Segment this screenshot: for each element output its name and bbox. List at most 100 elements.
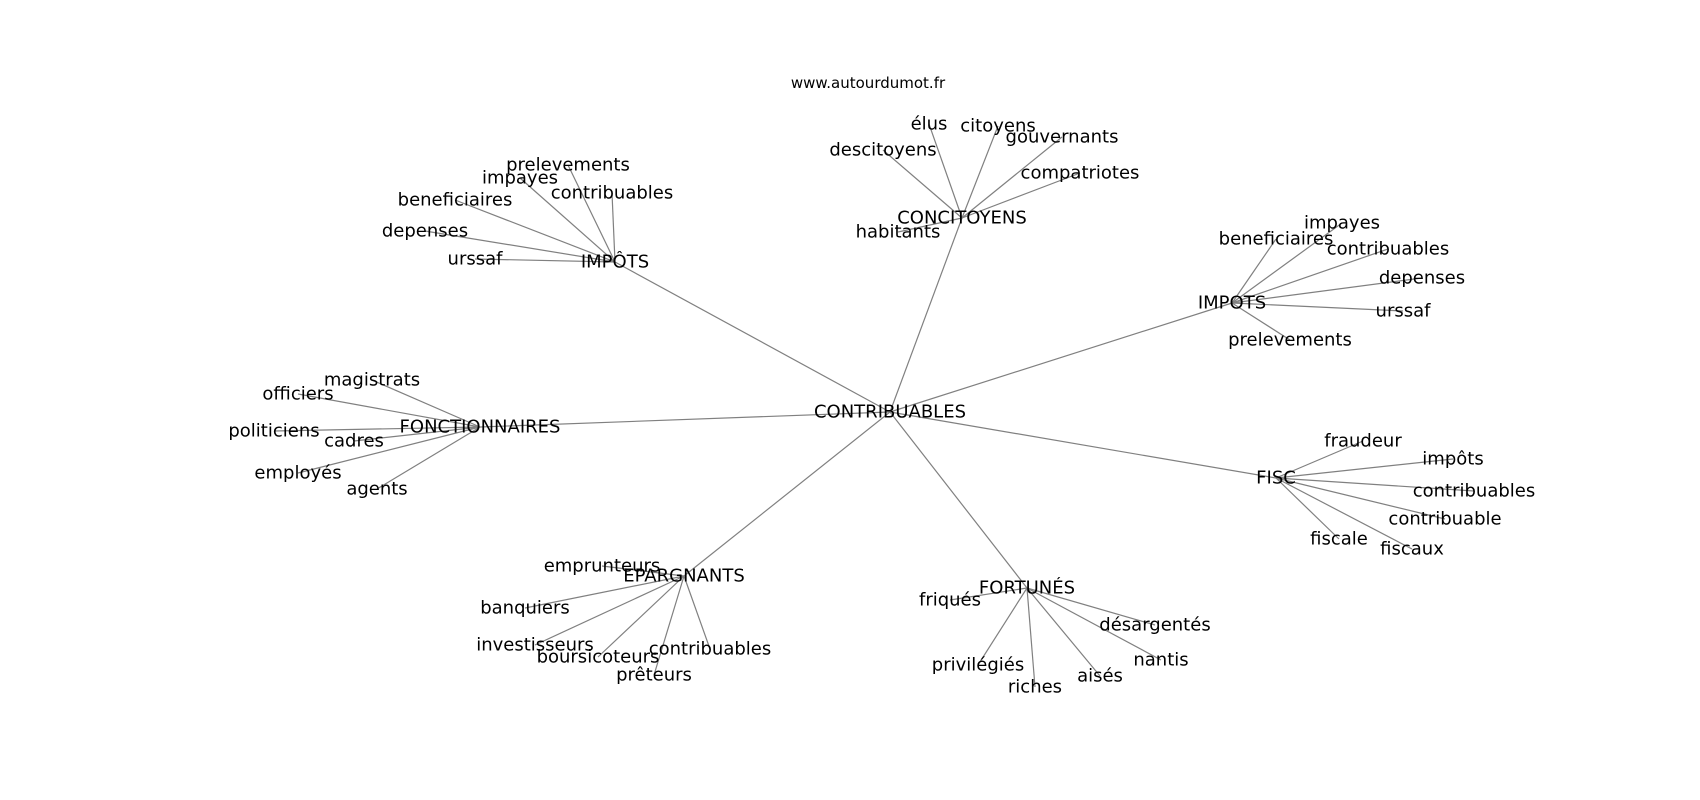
leaf-node: urssaf [448, 249, 504, 270]
hub-leaf-edge [1231, 277, 1423, 304]
leaf-node: beneficiaires [1219, 229, 1334, 250]
hub-leaf-edge [474, 258, 616, 263]
hub-leaf-edge [1231, 248, 1389, 304]
leaf-node: beneficiaires [398, 190, 513, 211]
leaf-node: aisés [1077, 666, 1123, 687]
hub-leaf-edge [882, 149, 963, 219]
hub-leaf-edge [1275, 477, 1446, 520]
hub-leaf-edge [524, 575, 685, 609]
leaf-node: cadres [324, 431, 384, 452]
leaf-node: contribuable [1388, 509, 1501, 530]
leaf-node: contribuables [1327, 239, 1450, 260]
leaf-node: riches [1008, 677, 1062, 698]
hub-node: CONCITOYENS [897, 208, 1027, 229]
hub-leaf-edge [928, 123, 963, 219]
leaf-node: citoyens [960, 116, 1035, 137]
leaf-node: fiscaux [1380, 539, 1444, 560]
leaf-node: depenses [1379, 268, 1465, 289]
hub-leaf-edge [1275, 440, 1364, 479]
leaf-node: fiscale [1310, 529, 1368, 550]
leaf-node: gouvernants [1006, 127, 1119, 148]
leaf-node: contribuables [551, 183, 674, 204]
leaf-node: nantis [1133, 650, 1188, 671]
hub-node: IMPÔTS [581, 251, 649, 273]
hub-leaf-edge [977, 587, 1028, 666]
hub-leaf-edge [1231, 222, 1343, 304]
leaf-node: contribuables [649, 639, 772, 660]
hub-leaf-edge [601, 565, 685, 577]
root-hub-edge [479, 411, 891, 428]
leaf-node: habitants [856, 222, 941, 243]
leaf-node: impôts [1422, 449, 1483, 470]
hub-leaf-edge [1231, 302, 1404, 312]
hub-leaf-edge [961, 125, 999, 219]
hub-leaf-edge [1026, 587, 1101, 677]
leaf-node: descitoyens [829, 140, 936, 161]
hub-leaf-edge [897, 217, 963, 233]
hub-leaf-edge [454, 199, 616, 263]
leaf-node: élus [911, 114, 948, 135]
leaf-node: agents [346, 479, 407, 500]
hub-node: EPARGNANTS [623, 566, 745, 587]
hub-node: FISC [1256, 468, 1296, 489]
hub-leaf-edge [297, 426, 481, 474]
leaf-node: compatriotes [1021, 163, 1140, 184]
hub-leaf-edge [1275, 477, 1475, 492]
hub-leaf-edge [597, 575, 685, 658]
hub-leaf-edge [1231, 238, 1277, 304]
leaf-node: emprunteurs [544, 556, 661, 577]
hub-leaf-edge [1231, 302, 1291, 341]
leaf-node: depenses [382, 221, 468, 242]
root-hub-edge [889, 217, 963, 413]
source-label: www.autourdumot.fr [791, 74, 946, 92]
leaf-node: friqués [919, 590, 981, 611]
hub-leaf-edge [961, 136, 1063, 219]
hub-leaf-edge [683, 575, 711, 650]
hub-leaf-edge [653, 575, 685, 676]
hub-leaf-edge [1275, 477, 1340, 540]
labels: CONTRIBUABLESIMPÔTSprelevementsimpayesbe… [228, 114, 1535, 698]
hub-leaf-edge [371, 379, 481, 428]
hub-leaf-edge [961, 172, 1081, 219]
leaf-node: employés [254, 463, 341, 484]
root-hub-edge [683, 411, 891, 577]
hub-node: FONCTIONNAIRES [400, 417, 561, 438]
edges [273, 123, 1475, 688]
hub-leaf-edge [519, 177, 616, 263]
leaf-node: investisseurs [476, 635, 594, 656]
hub-leaf-edge [1275, 458, 1454, 479]
root-hub-edge [889, 302, 1233, 413]
hub-leaf-edge [1026, 587, 1156, 626]
leaf-node: privilégiés [932, 655, 1024, 676]
leaf-node: désargentés [1099, 615, 1210, 636]
root-hub-edge [614, 261, 891, 413]
hub-leaf-edge [376, 426, 481, 490]
hub-leaf-edge [424, 230, 616, 263]
hub-leaf-edge [1026, 587, 1162, 661]
root-hub-edge [889, 411, 1028, 589]
root-node: CONTRIBUABLES [814, 402, 966, 423]
leaf-node: magistrats [324, 370, 420, 391]
leaf-node: prêteurs [616, 665, 692, 686]
hub-leaf-edge [1026, 587, 1036, 688]
hub-leaf-edge [567, 164, 616, 263]
leaf-node: prelevements [506, 155, 630, 176]
leaf-node: urssaf [1376, 301, 1432, 322]
leaf-node: impayes [1304, 213, 1380, 234]
hub-leaf-edge [611, 192, 616, 263]
hub-leaf-edge [1275, 477, 1413, 550]
leaf-node: politiciens [228, 421, 319, 442]
hub-leaf-edge [273, 426, 481, 432]
hub-node: IMPOTS [1198, 293, 1266, 314]
leaf-node: prelevements [1228, 330, 1352, 351]
hub-leaf-edge [949, 587, 1028, 601]
root-hub-edge [889, 411, 1277, 479]
hub-leaf-edge [353, 426, 481, 442]
hub-leaf-edge [534, 575, 685, 646]
leaf-node: officiers [262, 384, 333, 405]
leaf-node: banquiers [480, 598, 570, 619]
hub-node: FORTUNÉS [979, 577, 1075, 599]
leaf-node: boursicoteurs [537, 647, 660, 668]
leaf-node: fraudeur [1324, 431, 1402, 452]
